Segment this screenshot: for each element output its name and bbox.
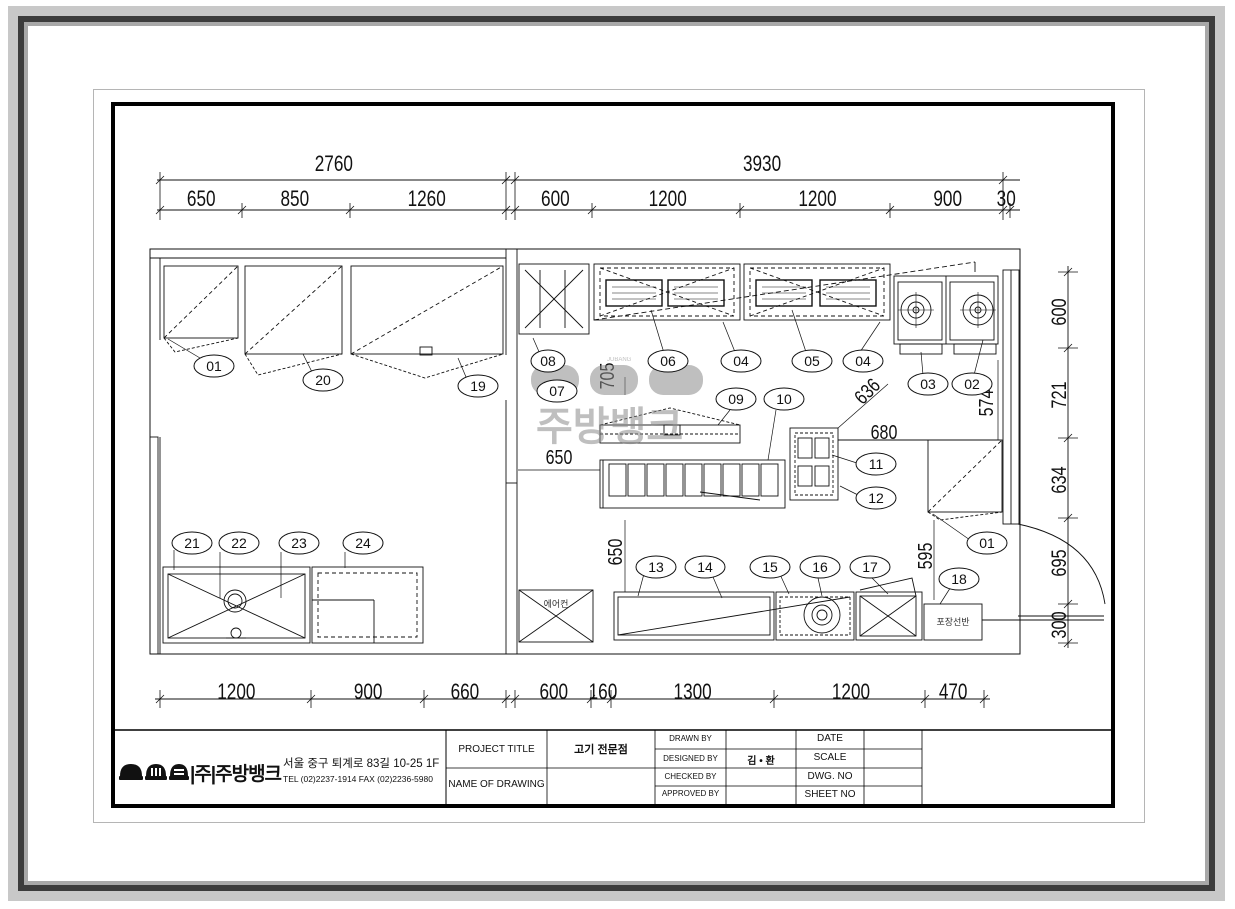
dim-top-seg-6: 1200 bbox=[798, 187, 836, 212]
marker-01-left: 01 bbox=[206, 358, 222, 374]
marker-07: 07 bbox=[549, 383, 565, 399]
company-tel: TEL (02)2237-1914 FAX (02)2236-5980 bbox=[283, 774, 433, 784]
company-address: 서울 중구 퇴계로 83길 10-25 1F bbox=[283, 758, 440, 770]
dim-interior-636: 636 bbox=[850, 374, 884, 408]
dwg-no-label: DWG. NO bbox=[807, 771, 853, 782]
marker-08: 08 bbox=[540, 353, 556, 369]
drawing-border bbox=[111, 102, 1115, 808]
dim-interior-595: 595 bbox=[914, 543, 936, 570]
dim-interior-574: 574 bbox=[975, 390, 997, 417]
dim-right-1: 600 bbox=[1047, 298, 1070, 325]
dim-right-4: 695 bbox=[1047, 549, 1070, 576]
marker-06: 06 bbox=[660, 353, 676, 369]
checked-by-label: CHECKED BY bbox=[664, 772, 717, 781]
dim-bottom-seg-3: 660 bbox=[451, 680, 480, 705]
marker-24: 24 bbox=[355, 535, 371, 551]
dim-top-seg-3: 1260 bbox=[408, 187, 446, 212]
dim-bottom-seg-1: 1200 bbox=[217, 680, 255, 705]
date-label: DATE bbox=[817, 733, 843, 744]
dim-top-overall-2: 3930 bbox=[743, 152, 781, 177]
drawing-sheet bbox=[93, 89, 1145, 823]
marker-04-b: 04 bbox=[855, 353, 871, 369]
dim-bottom-seg-4: 600 bbox=[539, 680, 568, 705]
drawn-by-label: DRAWN BY bbox=[669, 734, 712, 743]
dim-interior-650-h: 650 bbox=[546, 446, 573, 468]
dim-bottom-seg-6: 1300 bbox=[674, 680, 712, 705]
project-title-label: PROJECT TITLE bbox=[458, 744, 535, 755]
marker-16: 16 bbox=[812, 559, 828, 575]
aircon-label: 에어컨 bbox=[544, 599, 569, 609]
project-title-value: 고기 전문점 bbox=[574, 744, 628, 756]
dim-bottom-seg-7: 1200 bbox=[832, 680, 870, 705]
scale-label: SCALE bbox=[813, 752, 847, 763]
dim-top-seg-7: 900 bbox=[933, 187, 962, 212]
dim-top-seg-2: 850 bbox=[281, 187, 310, 212]
marker-10: 10 bbox=[776, 391, 792, 407]
dim-bottom-seg-8: 470 bbox=[939, 680, 968, 705]
marker-14: 14 bbox=[697, 559, 713, 575]
marker-12: 12 bbox=[868, 490, 884, 506]
company-name: |주|주방뱅크 bbox=[190, 764, 282, 785]
dim-top-seg-8: 30 bbox=[997, 187, 1016, 212]
watermark-small: JUBANG bbox=[607, 357, 632, 363]
dim-interior-680: 680 bbox=[871, 421, 898, 443]
marker-15: 15 bbox=[762, 559, 778, 575]
marker-03: 03 bbox=[920, 376, 936, 392]
dim-bottom-seg-5: 160 bbox=[589, 680, 618, 705]
marker-18: 18 bbox=[951, 571, 967, 587]
dim-right-2: 721 bbox=[1047, 381, 1070, 408]
marker-09: 09 bbox=[728, 391, 744, 407]
dim-top-seg-1: 650 bbox=[187, 187, 216, 212]
designed-by-label: DESIGNED BY bbox=[663, 754, 718, 763]
marker-04-a: 04 bbox=[733, 353, 749, 369]
marker-22: 22 bbox=[231, 535, 247, 551]
marker-23: 23 bbox=[291, 535, 307, 551]
designed-by-value: 김 • 환 bbox=[747, 756, 775, 767]
approved-by-label: APPROVED BY bbox=[661, 789, 720, 798]
marker-02: 02 bbox=[964, 376, 980, 392]
company-logo-icon bbox=[119, 764, 189, 780]
dim-bottom-seg-2: 900 bbox=[354, 680, 383, 705]
packing-shelf-label: 포장선반 bbox=[936, 617, 969, 627]
dim-right-3: 634 bbox=[1047, 466, 1070, 493]
marker-01-right: 01 bbox=[979, 535, 995, 551]
dim-top-seg-4: 600 bbox=[541, 187, 570, 212]
marker-21: 21 bbox=[184, 535, 200, 551]
dim-interior-650-v: 650 bbox=[604, 539, 626, 566]
marker-19: 19 bbox=[470, 378, 486, 394]
sheet-no-label: SHEET NO bbox=[804, 789, 856, 800]
watermark-text: 주방뱅크 bbox=[536, 405, 683, 449]
dim-top-seg-5: 1200 bbox=[649, 187, 687, 212]
marker-13: 13 bbox=[648, 559, 664, 575]
marker-11: 11 bbox=[869, 456, 884, 472]
dim-right-5: 300 bbox=[1047, 611, 1070, 638]
dim-top-overall-1: 2760 bbox=[315, 152, 353, 177]
marker-17: 17 bbox=[862, 559, 878, 575]
marker-20: 20 bbox=[315, 372, 331, 388]
name-of-drawing-label: NAME OF DRAWING bbox=[448, 779, 545, 790]
marker-05: 05 bbox=[804, 353, 820, 369]
